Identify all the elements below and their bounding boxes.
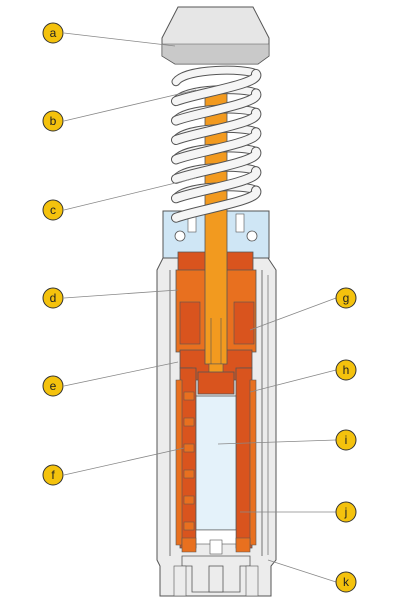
pressure-tube-right-wall bbox=[235, 367, 253, 549]
spring-coil-front-fill bbox=[172, 89, 261, 125]
callout-badge bbox=[335, 359, 357, 381]
callout-h: h bbox=[335, 359, 357, 381]
pressure-tube-outer-sleeve-left bbox=[175, 379, 183, 546]
pressure-chamber bbox=[195, 395, 237, 531]
seal-lip-right bbox=[235, 213, 245, 233]
leader-line-f bbox=[63, 447, 185, 476]
tube-foot-right bbox=[235, 537, 251, 553]
callout-label: i bbox=[345, 433, 348, 447]
callout-j: j bbox=[335, 501, 357, 523]
callout-c: c bbox=[42, 199, 64, 221]
impact-cap bbox=[161, 6, 270, 65]
housing-bottom-port bbox=[208, 565, 224, 593]
callout-label: f bbox=[51, 468, 55, 482]
spring-coil-front-fill bbox=[172, 147, 261, 183]
leader-line-i bbox=[217, 439, 337, 445]
callout-g: g bbox=[335, 287, 357, 309]
spring-coil-front-fill bbox=[172, 167, 261, 203]
callout-f: f bbox=[42, 464, 64, 486]
callout-label: k bbox=[343, 575, 350, 589]
pressure-tube bbox=[175, 367, 257, 555]
seal-oring-left bbox=[174, 230, 186, 242]
housing-bottom-slot-right bbox=[245, 565, 259, 597]
return-spring bbox=[171, 65, 261, 223]
housing-bottom-slot-left bbox=[173, 565, 187, 597]
spring-coil-front-fill bbox=[172, 186, 261, 222]
callout-label: b bbox=[50, 114, 57, 128]
spring-coil-front-fill bbox=[172, 128, 261, 164]
callout-label: e bbox=[50, 379, 57, 393]
orifice-hole bbox=[183, 417, 195, 427]
leader-line-a bbox=[63, 32, 176, 47]
leader-line-d bbox=[63, 289, 179, 299]
callout-badge bbox=[42, 199, 64, 221]
callout-a: a bbox=[42, 22, 64, 44]
callout-badge bbox=[335, 287, 357, 309]
leader-line-h bbox=[249, 369, 337, 393]
callout-label: a bbox=[50, 26, 57, 40]
callout-label: j bbox=[344, 505, 348, 519]
callout-label: g bbox=[343, 291, 350, 305]
callout-label: h bbox=[343, 363, 350, 377]
callout-i: i bbox=[335, 429, 357, 451]
callout-badge bbox=[42, 110, 64, 132]
callout-label: c bbox=[50, 203, 56, 217]
leader-line-b bbox=[63, 89, 197, 122]
tube-foot-left bbox=[181, 537, 197, 553]
leader-line-k bbox=[267, 559, 337, 583]
callout-badge bbox=[335, 501, 357, 523]
leader-line-c bbox=[63, 177, 197, 211]
callout-badge bbox=[42, 287, 64, 309]
callout-badge bbox=[335, 571, 357, 593]
impact-cap-shadow bbox=[161, 43, 270, 65]
orifice-hole bbox=[183, 443, 195, 453]
leader-line-g bbox=[249, 297, 337, 331]
pressure-tube-outer-sleeve-right bbox=[249, 379, 257, 546]
callout-label: d bbox=[50, 291, 57, 305]
callout-badge bbox=[335, 429, 357, 451]
piston-rod bbox=[197, 87, 235, 395]
spring-coil-front-fill bbox=[172, 108, 261, 144]
leader-lines bbox=[63, 32, 337, 583]
orifice-hole bbox=[183, 469, 195, 479]
callout-e: e bbox=[42, 375, 64, 397]
orifice-hole bbox=[183, 521, 195, 531]
rod-groove bbox=[210, 318, 222, 364]
leader-line-e bbox=[63, 361, 179, 387]
orifice-hole bbox=[183, 495, 195, 505]
callout-k: k bbox=[335, 571, 357, 593]
callouts: a b c d e f g h bbox=[42, 22, 357, 593]
callout-badge bbox=[42, 22, 64, 44]
callout-b: b bbox=[42, 110, 64, 132]
orifice-hole bbox=[183, 391, 195, 401]
piston-head bbox=[197, 371, 235, 395]
callout-badge bbox=[42, 375, 64, 397]
bottom-stop bbox=[209, 539, 223, 555]
orifice-holes bbox=[183, 391, 195, 531]
callout-badge bbox=[42, 464, 64, 486]
seal-oring-right bbox=[246, 230, 258, 242]
callout-d: d bbox=[42, 287, 64, 309]
spring-coil-front-fill bbox=[172, 69, 261, 106]
accumulator-pocket-right bbox=[233, 301, 255, 345]
accumulator-pocket-left bbox=[179, 301, 201, 345]
